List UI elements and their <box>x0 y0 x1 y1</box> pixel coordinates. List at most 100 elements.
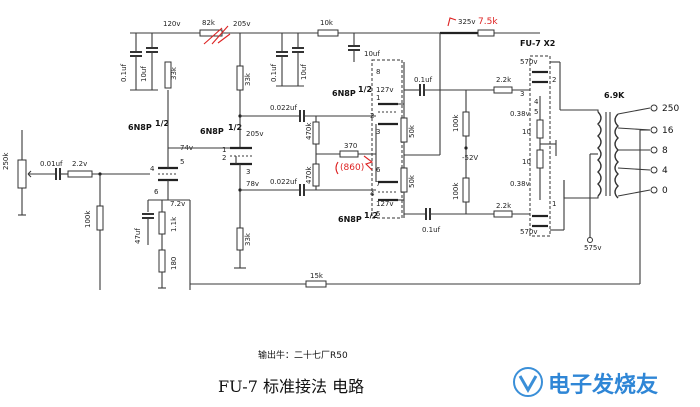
svg-text:250: 250 <box>662 104 679 114</box>
driver-tube-outline <box>371 59 403 219</box>
svg-text:0.1uf: 0.1uf <box>120 63 128 82</box>
bias-network: 100k -52V 100k <box>452 90 478 214</box>
svg-text:4: 4 <box>662 166 668 176</box>
svg-text:78v: 78v <box>246 180 259 188</box>
svg-text:10uf: 10uf <box>300 64 308 80</box>
svg-text:82k: 82k <box>202 19 216 27</box>
svg-text:470k: 470k <box>305 122 313 140</box>
svg-text:1: 1 <box>552 200 556 208</box>
svg-text:0.022uf: 0.022uf <box>270 104 297 112</box>
svg-text:100k: 100k <box>452 182 460 200</box>
svg-text:4: 4 <box>534 98 539 106</box>
supply-rail: 120v 82k 205v 10k 325v 7.5k 0.1uf 10uf 0… <box>120 17 540 91</box>
svg-text:127v: 127v <box>376 200 394 208</box>
svg-text:6.9K: 6.9K <box>604 91 625 100</box>
svg-text:1/2: 1/2 <box>358 85 372 94</box>
tube-v1: 6N8P 1/2 5 4 6 33k 74v 47uf 1.1k 7.2v 18… <box>128 61 236 290</box>
svg-text:33k: 33k <box>244 72 252 86</box>
svg-text:470k: 470k <box>305 166 313 184</box>
svg-text:2: 2 <box>552 76 556 84</box>
svg-text:8: 8 <box>662 146 668 156</box>
input-pot <box>17 159 27 189</box>
svg-text:4: 4 <box>150 165 155 173</box>
svg-text:8: 8 <box>376 68 380 76</box>
svg-text:10uf: 10uf <box>140 66 148 82</box>
schematic-title: FU-7 标准接法 电路 <box>218 377 364 396</box>
svg-text:50k: 50k <box>408 174 416 188</box>
pot-label: 250k <box>2 152 10 170</box>
svg-text:0.38v: 0.38v <box>510 110 530 118</box>
watermark-logo: 电子发烧友 <box>513 367 658 398</box>
svg-text:570v: 570v <box>520 228 538 236</box>
v1-frac: 1/2 <box>155 119 169 128</box>
svg-text:0: 0 <box>662 186 668 196</box>
svg-text:0.1uf: 0.1uf <box>270 63 278 82</box>
svg-text:2: 2 <box>370 112 374 120</box>
svg-text:10uf: 10uf <box>364 50 380 58</box>
svg-text:10: 10 <box>522 158 531 166</box>
output-stage: FU-7 X2 2.2k 2.2k 570v 570v 3 2 4 5 1 10… <box>493 39 565 237</box>
feedback-loop: 15k <box>190 129 650 288</box>
svg-text:7: 7 <box>376 180 380 188</box>
svg-text:6N8P: 6N8P <box>338 215 362 224</box>
svg-text:127v: 127v <box>376 86 394 94</box>
svg-text:6: 6 <box>376 166 381 174</box>
svg-text:10k: 10k <box>320 19 334 27</box>
svg-text:2.2k: 2.2k <box>496 76 512 84</box>
svg-text:2.2k: 2.2k <box>496 202 512 210</box>
svg-text:3: 3 <box>520 90 524 98</box>
svg-text:15k: 15k <box>310 272 324 280</box>
svg-text:33k: 33k <box>170 66 178 80</box>
footer: 输出牛：二十七厂R50 FU-7 标准接法 电路 电子发烧友 <box>218 349 658 398</box>
svg-text:0.38v: 0.38v <box>510 180 530 188</box>
transformer-note: 输出牛：二十七厂R50 <box>258 349 348 361</box>
svg-text:4: 4 <box>370 190 375 198</box>
svg-text:205v: 205v <box>233 20 251 28</box>
svg-text:33k: 33k <box>244 232 252 246</box>
svg-text:7.5k: 7.5k <box>478 17 498 27</box>
svg-text:1/2: 1/2 <box>364 211 378 220</box>
svg-text:1.1k: 1.1k <box>170 216 178 232</box>
svg-text:570v: 570v <box>520 58 538 66</box>
phase-inverter: 6N8P 1/2 33k 205v 1 2 3 0.022uf 78v 33k … <box>200 33 376 269</box>
svg-text:0.1uf: 0.1uf <box>422 226 441 234</box>
svg-text:1/2: 1/2 <box>228 123 242 132</box>
svg-text:370: 370 <box>344 142 357 150</box>
watermark-text: 电子发烧友 <box>548 372 658 398</box>
svg-text:7.2v: 7.2v <box>170 200 185 208</box>
svg-text:205v: 205v <box>246 130 264 138</box>
driver-stage: 6N8P 1/2 6N8P 1/2 127v 127v 8 1 2 3 6 7 … <box>305 33 494 234</box>
svg-text:10: 10 <box>522 128 531 136</box>
svg-text:-52V: -52V <box>462 154 478 162</box>
svg-text:0.022uf: 0.022uf <box>270 178 297 186</box>
svg-text:2: 2 <box>222 154 226 162</box>
svg-text:120v: 120v <box>163 20 181 28</box>
svg-text:1: 1 <box>222 146 226 154</box>
svg-text:100k: 100k <box>452 114 460 132</box>
input-stage: 250k 0.01uf 2.2v 100k <box>2 130 150 290</box>
svg-text:0.1uf: 0.1uf <box>414 76 433 84</box>
svg-text:FU-7 X2: FU-7 X2 <box>520 39 555 48</box>
input-r-label: 2.2v <box>72 160 87 168</box>
svg-text:5: 5 <box>180 158 184 166</box>
svg-text:16: 16 <box>662 126 674 136</box>
svg-text:6N8P: 6N8P <box>200 127 224 136</box>
svg-text:6: 6 <box>154 188 159 196</box>
svg-text:325v: 325v <box>458 18 476 26</box>
svg-text:6N8P: 6N8P <box>332 89 356 98</box>
red-note: (860) <box>340 163 364 173</box>
svg-text:1: 1 <box>376 94 380 102</box>
svg-text:180: 180 <box>170 257 178 270</box>
svg-text:5: 5 <box>534 108 538 116</box>
input-cap-label: 0.01uf <box>40 160 63 168</box>
red-scribble <box>203 25 231 45</box>
svg-text:50k: 50k <box>408 124 416 138</box>
grid-r-label: 100k <box>84 210 92 228</box>
svg-text:5: 5 <box>376 210 380 218</box>
svg-text:3: 3 <box>246 168 250 176</box>
svg-text:575v: 575v <box>584 244 602 252</box>
output-transformer: 6.9K 575v 250 16 8 4 0 <box>560 91 679 252</box>
v1-name: 6N8P <box>128 123 152 132</box>
svg-text:47uf: 47uf <box>134 228 142 244</box>
